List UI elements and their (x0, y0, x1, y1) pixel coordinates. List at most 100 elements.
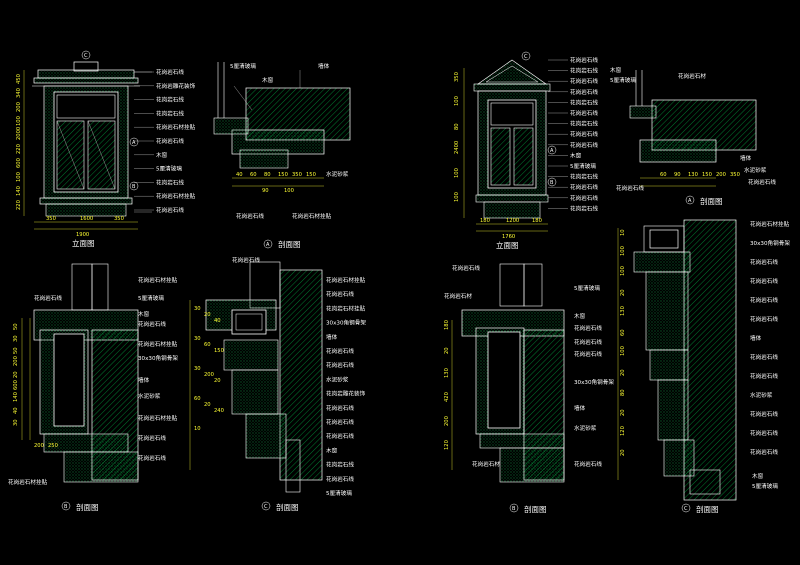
callout-label: 花岗岩石线 (570, 67, 598, 75)
callout-label: 木窗 (262, 76, 274, 84)
callout-label: 5厘清玻璃 (156, 165, 182, 173)
callout-label: 花岗岩石线 (570, 98, 598, 106)
callout-label: 30x30角钢骨架 (326, 319, 366, 327)
right-section-a-title: 剖面图 (700, 196, 723, 206)
callout-label: 墙体 (740, 154, 752, 162)
callout-label: 30x30角钢骨架 (574, 378, 614, 386)
callout-label: 花岗岩石材挂贴 (8, 478, 48, 486)
callout-label: 5厘清玻璃 (610, 76, 636, 84)
callout-label: 5厘清玻璃 (138, 294, 164, 302)
callout-label: 水泥砂浆 (326, 375, 349, 383)
left-section-a-title: 剖面图 (278, 239, 301, 249)
dimension-value: 180 (480, 218, 490, 224)
dimension-value: 1200 (506, 218, 519, 224)
callout-label: 花岗岩石材挂贴 (326, 304, 366, 312)
callout-label: 30x30角钢骨架 (138, 354, 178, 362)
dimension-value: 100 (284, 188, 294, 194)
sec-b-r-marker: B (512, 506, 516, 512)
dimension-value: 600 (16, 158, 22, 168)
right-elevation-title: 立面图 (496, 240, 519, 250)
left-section-b (21, 263, 139, 511)
elev-l-marker-c: C (84, 53, 88, 59)
callout-label: 水泥砂浆 (750, 391, 773, 399)
callout-label: 花岗岩石线 (570, 141, 598, 149)
dimension-value: 20 (214, 378, 221, 384)
dimension-value: 40 (13, 407, 19, 414)
callout-label: 木窗 (752, 472, 764, 480)
callout-label: 花岗岩石材 (678, 72, 706, 80)
callout-label: 花岗岩石线 (138, 434, 166, 442)
sec-c-l-marker: C (264, 504, 268, 510)
dimension-value: 180 (444, 320, 450, 330)
callout-label: 花岗岩石线 (570, 173, 598, 181)
dimension-value: 120 (444, 440, 450, 450)
dimension-value: 200 (204, 372, 214, 378)
dimension-value: 200 (34, 443, 44, 449)
dimension-value: 60 (204, 342, 211, 348)
sec-a-l-marker: A (266, 242, 270, 248)
dimension-value: 80 (620, 389, 626, 396)
callout-label: 花岗岩石材挂贴 (750, 220, 790, 228)
callout-label: 木窗 (574, 312, 586, 320)
callout-label: 墙体 (750, 334, 762, 342)
callout-label: 木窗 (138, 310, 150, 318)
right-section-b-title: 剖面图 (524, 504, 547, 514)
dimension-value: 20 (13, 371, 19, 378)
callout-label: 花岗岩石线 (138, 454, 166, 462)
callout-label: 花岗岩石线 (750, 429, 778, 437)
callout-label: 花岗岩石线 (138, 320, 166, 328)
callout-label: 花岗岩石线 (574, 350, 602, 358)
dimension-value: 20 (620, 289, 626, 296)
dimension-value: 60 (250, 172, 257, 178)
section-marker-b (129, 181, 139, 191)
dimension-value: 420 (444, 392, 450, 402)
dimension-value: 220 (16, 144, 22, 154)
callout-label: 花岗岩石线 (570, 77, 598, 85)
dimension-value: 60 (660, 172, 667, 178)
callout-label: 花岗岩石材挂贴 (326, 276, 366, 284)
callout-label: 花岗岩石线 (574, 460, 602, 468)
dimension-value: 350 (292, 172, 302, 178)
callout-label: 花岗岩石线 (236, 212, 264, 220)
section-marker-c (81, 50, 91, 60)
callout-label: 花岗岩石材挂贴 (138, 414, 178, 422)
right-section-c (617, 219, 737, 513)
dimension-value: 20 (620, 369, 626, 376)
callout-label: 水泥砂浆 (138, 392, 161, 400)
callout-label: 木窗 (156, 151, 168, 159)
callout-label: 花岗岩石线 (574, 338, 602, 346)
dimension-value: 120 (620, 426, 626, 436)
dimension-value: 150 (306, 172, 316, 178)
callout-label: 花岗岩石线 (750, 296, 778, 304)
dimension-value: 2400 (454, 141, 460, 154)
dimension-value: 30 (13, 419, 19, 426)
callout-label: 5厘清玻璃 (752, 482, 778, 490)
dimension-value: 350 (114, 216, 124, 222)
callout-label: 花岗岩石线 (156, 68, 184, 76)
left-elevation-title: 立面图 (72, 238, 95, 248)
dimension-value: 130 (444, 368, 450, 378)
dimension-value: 80 (264, 172, 271, 178)
callout-label: 水泥砂浆 (326, 170, 349, 178)
dimension-value: 20 (620, 449, 626, 456)
callout-label: 木窗 (326, 446, 338, 454)
callout-label: 花岗岩石线 (156, 96, 184, 104)
callout-label: 花岗岩石材挂贴 (292, 212, 332, 220)
callout-label: 花岗岩石线 (326, 404, 354, 412)
elev-r-marker-b: B (550, 180, 554, 186)
left-section-c-title: 剖面图 (276, 502, 299, 512)
callout-label: 花岗岩石线 (156, 206, 184, 214)
left-elevation (23, 50, 152, 230)
dimension-value: 600 (13, 380, 19, 390)
dimension-value: 1760 (502, 234, 515, 240)
dimension-value: 250 (48, 443, 58, 449)
callout-label: 花岗岩石线 (326, 461, 354, 469)
callout-label: 花岗岩石线 (34, 294, 62, 302)
dimension-value: 130 (620, 306, 626, 316)
dimension-value: 200 (716, 172, 726, 178)
callout-label: 花岗岩石线 (570, 130, 598, 138)
dimension-value: 10 (194, 426, 201, 432)
callout-label: 花岗岩石线 (326, 290, 354, 298)
callout-label: 5厘清玻璃 (230, 62, 256, 70)
sec-c-r-marker: C (684, 506, 688, 512)
